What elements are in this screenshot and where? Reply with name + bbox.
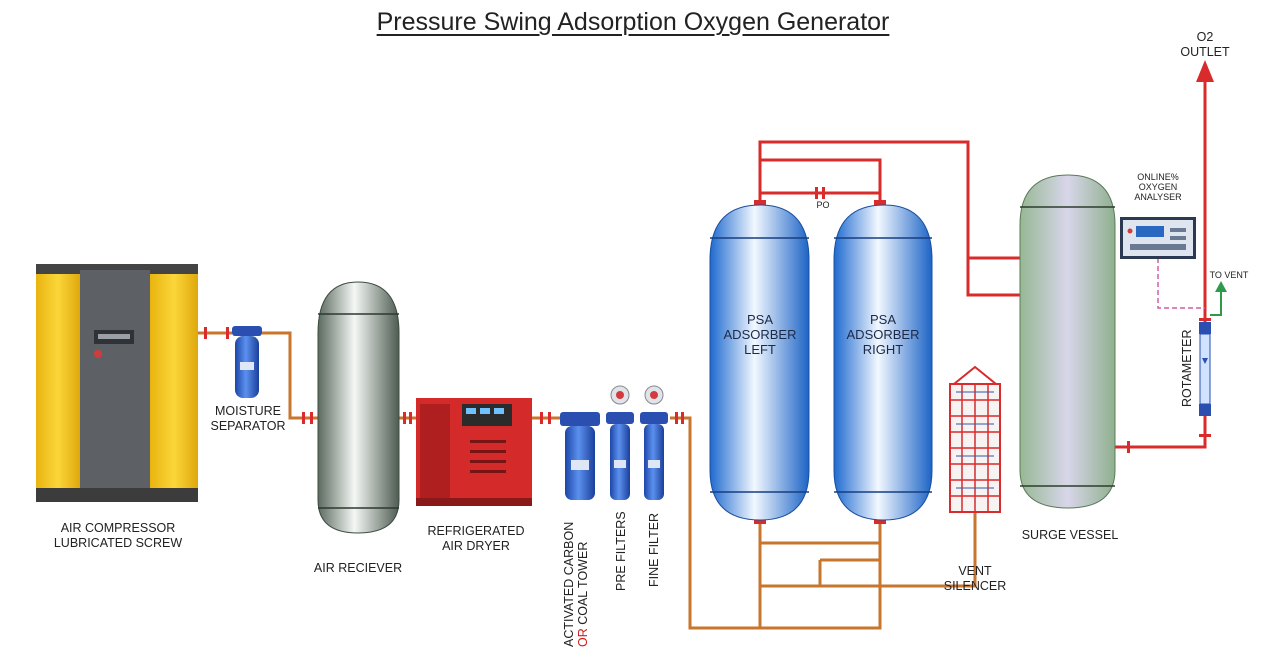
label-fine-filter: FINE FILTER	[647, 512, 661, 587]
oxygen-analyser	[1120, 217, 1196, 259]
label-activated-carbon-line1: ACTIVATED CARBON	[562, 521, 576, 647]
analyser-sample-line	[1157, 258, 1205, 309]
label-air-compressor: AIR COMPRESSOR LUBRICATED SCREW	[48, 521, 188, 551]
label-rotameter: ROTAMETER	[1180, 329, 1194, 407]
moisture-separator	[232, 326, 262, 398]
activated-carbon-tower	[560, 412, 600, 500]
label-psa-left-line1: PSA	[746, 312, 773, 327]
psa-adsorber-left	[709, 204, 810, 521]
pipe-flanges	[204, 187, 1211, 524]
label-moisture-separator-line2: SEPARATOR	[210, 419, 286, 433]
label-oxygen-analyser-line3: ANALYSER	[1134, 192, 1182, 202]
label-psa-left-line3: LEFT	[744, 342, 776, 357]
vent-silencer	[949, 365, 1001, 513]
label-psa-right-line3: RIGHT	[862, 342, 904, 357]
label-activated-carbon: ACTIVATED CARBON OR COAL TOWER	[562, 522, 590, 647]
label-psa-left: PSA ADSORBER LEFT	[715, 312, 805, 357]
refrigerated-air-dryer	[416, 398, 532, 506]
pre-filter	[606, 385, 634, 500]
diagram-title: Pressure Swing Adsorption Oxygen Generat…	[376, 8, 890, 36]
label-to-vent: TO VENT	[1209, 270, 1249, 280]
label-vent-silencer-line1: VENT	[958, 564, 992, 578]
label-po: PO	[816, 200, 830, 210]
label-oxygen-analyser-line2: OXYGEN	[1138, 182, 1178, 192]
to-vent-arrow	[1210, 281, 1227, 316]
label-psa-right-line2: ADSORBER	[846, 327, 920, 342]
label-oxygen-analyser: ONLINE% OXYGEN ANALYSER	[1120, 172, 1196, 202]
label-air-compressor-line1: AIR COMPRESSOR	[60, 521, 176, 535]
label-psa-left-line2: ADSORBER	[723, 327, 797, 342]
air-compressor	[36, 264, 198, 502]
label-refrigerated-air-dryer-line1: REFRIGERATED	[427, 524, 525, 538]
label-moisture-separator-line1: MOISTURE	[215, 404, 281, 418]
label-psa-right-line1: PSA	[869, 312, 896, 327]
label-refrigerated-air-dryer-line2: AIR DRYER	[442, 539, 510, 553]
label-pre-filters: PRE FILTERS	[614, 511, 628, 591]
label-surge-vessel: SURGE VESSEL	[1021, 528, 1119, 542]
label-moisture-separator: MOISTURE SEPARATOR	[198, 404, 298, 434]
label-vent-silencer-line2: SILENCER	[943, 579, 1007, 593]
label-activated-carbon-line2: OR COAL TOWER	[576, 522, 590, 647]
psa-adsorber-right	[833, 204, 933, 521]
label-activated-carbon-or: OR	[576, 628, 590, 647]
label-vent-silencer: VENT SILENCER	[930, 564, 1020, 594]
label-psa-right: PSA ADSORBER RIGHT	[838, 312, 928, 357]
rotameter	[1199, 322, 1211, 416]
label-refrigerated-air-dryer: REFRIGERATED AIR DRYER	[416, 524, 536, 554]
label-air-receiver: AIR RECIEVER	[313, 561, 403, 575]
label-o2-outlet: O2 OUTLET	[1170, 30, 1240, 60]
label-activated-carbon-coal: COAL TOWER	[576, 541, 590, 629]
fine-filter	[640, 385, 668, 500]
label-oxygen-analyser-line1: ONLINE%	[1137, 172, 1179, 182]
o2-outlet-arrow	[1196, 60, 1214, 82]
surge-vessel	[1019, 174, 1116, 509]
label-o2-outlet-line2: OUTLET	[1180, 45, 1230, 59]
label-o2-outlet-line1: O2	[1196, 30, 1214, 44]
oxygen-piping	[758, 75, 1207, 449]
label-air-compressor-line2: LUBRICATED SCREW	[53, 536, 183, 550]
air-receiver	[317, 281, 400, 534]
